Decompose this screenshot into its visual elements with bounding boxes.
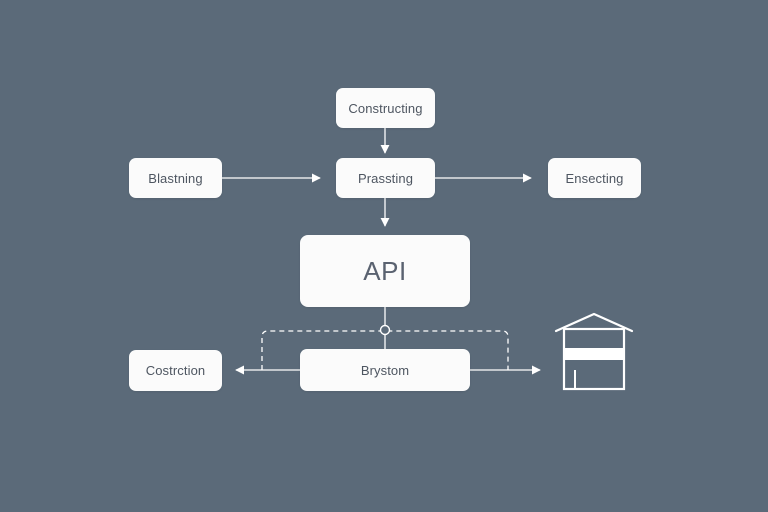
warehouse-icon (554, 312, 634, 391)
node-brystom: Brystom (300, 349, 470, 391)
node-blastning: Blastning (129, 158, 222, 198)
node-ensecting: Ensecting (548, 158, 641, 198)
node-prassting: Prassting (336, 158, 435, 198)
junction-node (379, 324, 391, 336)
node-constructing: Constructing (336, 88, 435, 128)
edge-dashed-bracket (261, 330, 509, 370)
node-api: API (300, 235, 470, 307)
node-costrction: Costrction (129, 350, 222, 391)
